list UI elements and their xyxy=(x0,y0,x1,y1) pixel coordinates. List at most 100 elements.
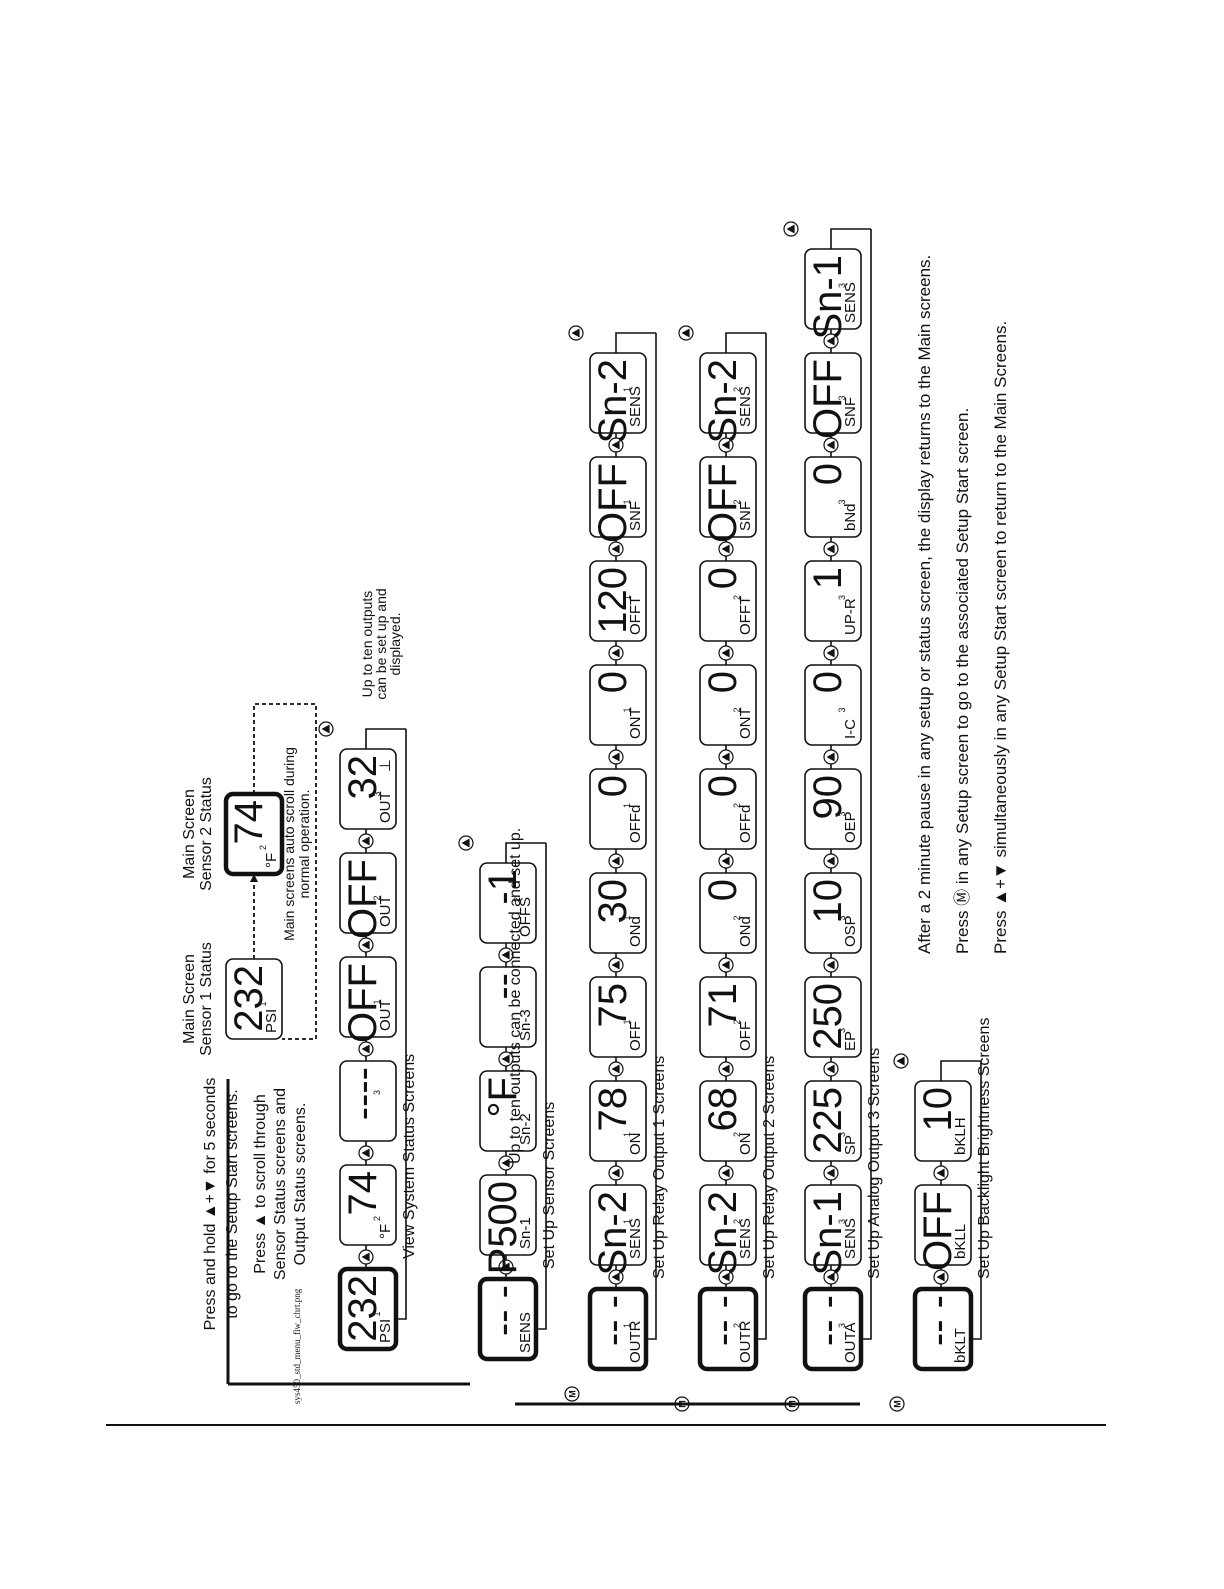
main-screen-sensor-1-value: 232 xyxy=(227,965,271,1032)
row-4-up-button-8 xyxy=(823,437,839,453)
row-4-screen-9-value: OFF xyxy=(806,359,850,439)
main-screen-sensor-1-label: PSI xyxy=(263,1009,280,1033)
row-2-screen-8-superscript: 1 xyxy=(622,499,632,504)
row-5-screen-1-frame xyxy=(914,1184,972,1266)
hold-setup-instruction: Press and hold ▲+▼ for 5 seconds xyxy=(202,1078,219,1331)
row-4-screen-2-value: 225 xyxy=(806,1087,850,1154)
dotted-arrowhead xyxy=(250,874,258,882)
main-screen-sensor-2: 74°F2 xyxy=(223,791,285,877)
row-0-loop xyxy=(396,729,407,1320)
row-1-screen-4-superscript: 2 xyxy=(512,897,522,902)
row-2-screen-5-frame xyxy=(589,768,647,850)
row-3-up-button-5 xyxy=(718,749,734,765)
row-2-loop-up-button-triangle xyxy=(571,328,580,338)
row-2-screen-4-label: ONd xyxy=(627,916,644,947)
row-4-screen-0-label: OUTA xyxy=(842,1322,859,1363)
row-2-screen-1-label: SENS xyxy=(627,1218,644,1259)
row-1-screen-2-value: °F xyxy=(481,1077,525,1117)
row-3-screen-1-superscript: 2 xyxy=(732,1219,742,1224)
row-3-label: Set Up Relay Output 2 Screens xyxy=(761,1056,778,1279)
row-3-up-button-3 xyxy=(718,957,734,973)
row-0-screen-1-frame xyxy=(339,1164,397,1246)
row-2-screen-5-value: 0 xyxy=(591,775,635,797)
row-4-up-button-2-triangle xyxy=(826,1064,835,1074)
row-1-screen-3-value: -- xyxy=(481,973,525,1000)
row-4-screen-2-frame xyxy=(804,1080,862,1162)
row-0-screen-4-frame xyxy=(339,852,397,934)
row-4-up-button-7-triangle xyxy=(826,544,835,554)
row-3-up-button-8-triangle xyxy=(721,440,730,450)
row-3-up-button-0 xyxy=(718,1269,734,1285)
row-5-screen-2-label: bKLH xyxy=(952,1117,969,1155)
row-2-screen-6-superscript: 1 xyxy=(622,707,632,712)
filename-label: sys450_std_menu_flw_chrt.png xyxy=(292,1288,302,1404)
row-4-screen-10-value: Sn-1 xyxy=(806,255,850,340)
row-1-screen-1-label: Sn-1 xyxy=(517,1217,534,1249)
row-4-up-button-0 xyxy=(823,1269,839,1285)
row-4-up-button-5-triangle xyxy=(826,752,835,762)
row-3-screen-0-label: OUTR xyxy=(737,1320,754,1363)
row-5-screen-0: -- -bKLT xyxy=(912,1286,974,1372)
row-4-screen-0-value: -- - xyxy=(806,1295,850,1346)
row-2-screen-6-frame xyxy=(589,664,647,746)
row-1-up-button-2 xyxy=(498,1051,514,1067)
row-3-up-button-5-triangle xyxy=(721,752,730,762)
row-2-screen-9-superscript: 1 xyxy=(622,387,632,392)
row-3-screen-3-frame xyxy=(699,976,757,1058)
row-1-screen-4-value: -1 xyxy=(481,869,525,905)
row-3-screen-1-frame xyxy=(699,1184,757,1266)
row-4-screen-7-superscript: 3 xyxy=(837,595,847,600)
row-2-up-button-6-triangle xyxy=(611,648,620,658)
row-3-screen-3-superscript: 2 xyxy=(732,1019,742,1024)
row-4-menu-button-glyph: M xyxy=(893,1400,903,1408)
footnote-2: Press ▲+▼ simultaneously in any Setup St… xyxy=(991,321,1010,954)
main-screen-1-caption: Main Screen xyxy=(181,954,198,1044)
bottom-note: Up to ten outputs can be connected and s… xyxy=(507,828,524,1164)
row-4-screen-0-superscript: 3 xyxy=(837,1323,847,1328)
row-3-screen-2-superscript: 2 xyxy=(732,1132,742,1137)
row-4-screen-9-label: SNF xyxy=(842,397,859,427)
row-2-screen-9-frame xyxy=(589,352,647,434)
row-4-screen-2-superscript: 3 xyxy=(837,1132,847,1137)
row-4-screen-7-label: UP-R xyxy=(842,598,859,635)
row-4-loop xyxy=(861,229,872,1340)
row-2-loop xyxy=(646,333,657,1340)
row-3-screen-2-value: 68 xyxy=(701,1087,745,1132)
row-0-up-button-1-triangle xyxy=(361,1148,370,1158)
autoscroll-note: Main screens auto scroll during xyxy=(281,747,297,941)
row-4-up-button-9 xyxy=(823,333,839,349)
row-1-screen-3: --Sn-3 xyxy=(479,966,537,1048)
row-0-screen-5-frame xyxy=(339,748,397,830)
row-3-loop-return xyxy=(725,332,766,353)
scroll-status-instruction: Output Status screens. xyxy=(292,1103,309,1266)
row-4-up-button-1-triangle xyxy=(826,1168,835,1178)
row-4-screen-8-superscript: 3 xyxy=(837,499,847,504)
row-1-screen-2-frame xyxy=(479,1070,537,1152)
row-2-screen-5-label: OFFd xyxy=(627,805,644,843)
row-5-up-button-0 xyxy=(933,1269,949,1285)
row-3-screen-5-label: OFFd xyxy=(737,805,754,843)
row-5-screen-2-frame xyxy=(914,1080,972,1162)
row-5-screen-0-frame xyxy=(912,1286,974,1372)
row-4-screen-5-value: 90 xyxy=(806,775,850,820)
row-1-loop-return xyxy=(505,842,546,863)
row-4-screen-9-superscript: 3 xyxy=(837,395,847,400)
row-1-menu-button: M xyxy=(564,1386,580,1402)
row-1-up-button-3-triangle xyxy=(501,950,510,960)
row-5-up-button-1-triangle xyxy=(936,1168,945,1178)
row-0-screen-3-frame xyxy=(339,956,397,1038)
row-4-menu-button: M xyxy=(889,1396,905,1412)
main-screen-sensor-2-superscript: 2 xyxy=(258,845,268,850)
row-3-screen-6-frame xyxy=(699,664,757,746)
row-2-screen-6-value: 0 xyxy=(591,671,635,693)
row-2-screen-4-superscript: 1 xyxy=(622,915,632,920)
row-5-screen-0-value: -- - xyxy=(916,1295,960,1346)
row-3-up-button-0-triangle xyxy=(721,1272,730,1282)
row-2-screen-6-label: ONT xyxy=(627,707,644,739)
row-5-screen-1-value: OFF xyxy=(916,1191,960,1271)
